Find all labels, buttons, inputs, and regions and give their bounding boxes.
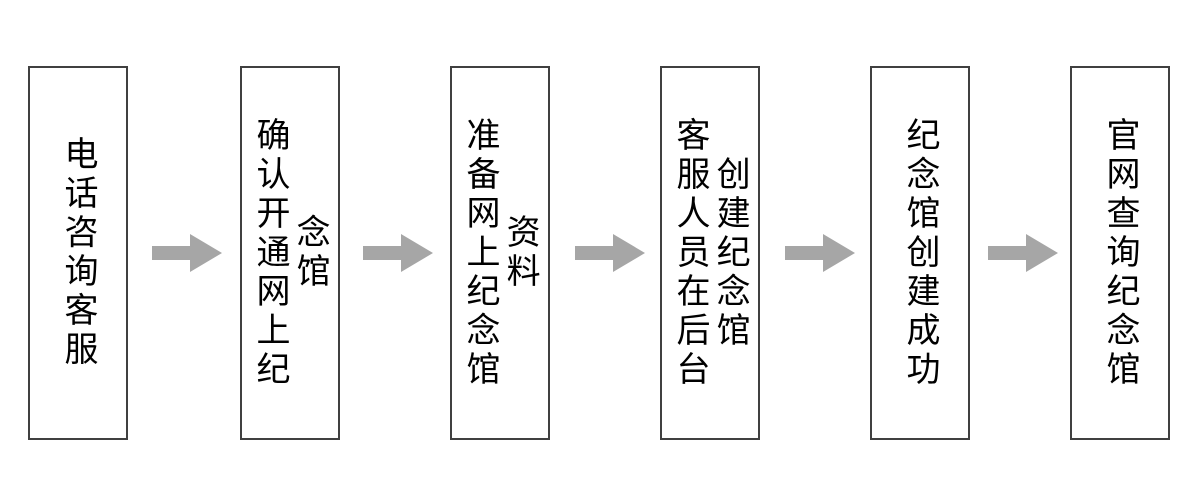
flow-step-1[interactable]: 电话咨询客服 [28, 66, 128, 440]
flow-step-6[interactable]: 官网查询纪念馆 [1070, 66, 1170, 440]
flow-step-3[interactable]: 准备网上纪念馆资料 [450, 66, 550, 440]
flow-step-6-label: 官网查询纪念馆 [1100, 116, 1141, 390]
arrow-right-icon-3 [575, 232, 645, 274]
arrow-right-icon-2 [363, 232, 433, 274]
flow-step-2[interactable]: 确认开通网上纪念馆 [240, 66, 340, 440]
flow-step-5-label: 纪念馆创建成功 [900, 116, 941, 390]
arrow-right-icon-5 [988, 232, 1058, 274]
flow-step-5[interactable]: 纪念馆创建成功 [870, 66, 970, 440]
flow-step-1-label: 电话咨询客服 [58, 136, 99, 370]
arrow-right-icon-1 [152, 232, 222, 274]
flow-step-2-label: 确认开通网上纪念馆 [250, 116, 331, 390]
flow-step-4-label: 客服人员在后台创建纪念馆 [670, 116, 751, 390]
flow-step-3-label: 准备网上纪念馆资料 [460, 116, 541, 390]
arrow-right-icon-4 [785, 232, 855, 274]
flow-step-4[interactable]: 客服人员在后台创建纪念馆 [660, 66, 760, 440]
